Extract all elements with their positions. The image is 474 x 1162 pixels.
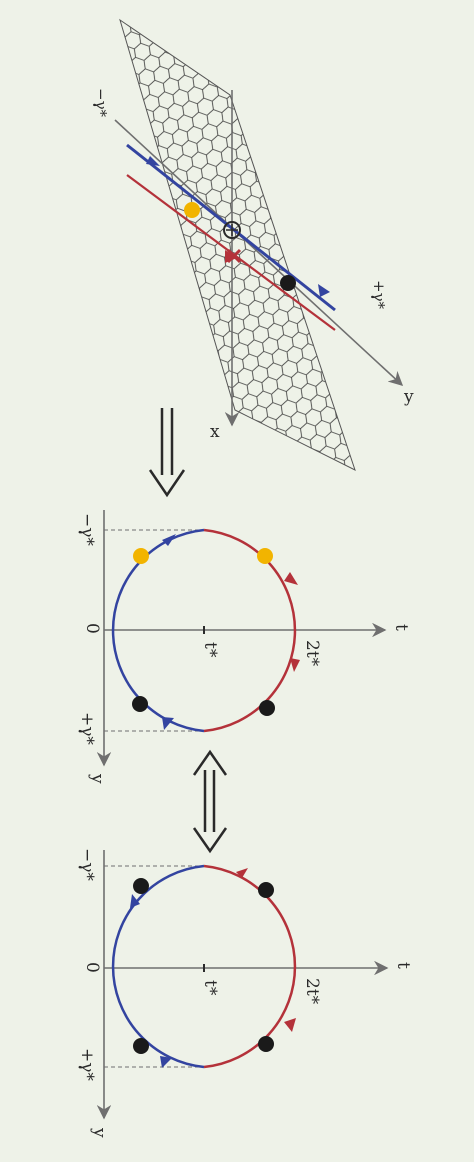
minus-gamma-marker: −γ* [92, 88, 110, 118]
middle-arrow-blue-bottom [162, 717, 174, 730]
middle-tstar-label: t* [200, 642, 220, 658]
yellow-particle [184, 202, 200, 218]
middle-arrow-red-right [284, 572, 298, 585]
y-axis-label: y [403, 387, 414, 407]
plus-gamma-marker: +γ* [370, 280, 388, 310]
bottom-arrow-blue-top [130, 894, 140, 908]
circle-diagram-middle: 0 t* 2t* t −γ* +γ* y [77, 510, 411, 784]
bottom-2tstar-label: 2t* [302, 978, 322, 1005]
middle-arrow-red-lower [290, 658, 300, 672]
double-arrow-down-icon [148, 408, 186, 498]
blue-path-arrow-2 [318, 284, 330, 297]
middle-red-arc [203, 528, 297, 733]
bottom-minus-gamma-label: −γ* [77, 848, 97, 881]
middle-dot-black-2 [259, 700, 275, 716]
graphene-sheet [119, 18, 356, 471]
middle-plus-gamma-label: +γ* [77, 712, 97, 745]
middle-minus-gamma-label: −γ* [77, 513, 97, 546]
bottom-blue-arc [111, 864, 205, 1069]
x-axis-label: x [210, 422, 220, 442]
bottom-red-arc [203, 864, 297, 1069]
bottom-y-axis-label: y [89, 1127, 109, 1138]
bottom-origin-label: 0 [82, 962, 102, 973]
middle-dot-yellow-1 [133, 548, 149, 564]
middle-dot-yellow-2 [257, 548, 273, 564]
red-cross-mark [226, 248, 242, 264]
bottom-dot-black-4 [258, 1036, 274, 1052]
blue-path [126, 143, 336, 312]
center-particle-cross [226, 224, 238, 236]
y-axis [114, 119, 404, 386]
bottom-dot-black-1 [133, 878, 149, 894]
middle-arrow-blue-top [162, 534, 176, 546]
bottom-dot-black-3 [133, 1038, 149, 1054]
circle-diagram-bottom: 0 t* 2t* t −γ* +γ* y [77, 848, 413, 1138]
bottom-arrow-blue-bottom [160, 1056, 172, 1068]
bottom-dot-black-2 [258, 882, 274, 898]
blue-path-arrow-1 [146, 156, 160, 166]
bottom-arrow-red-top [236, 868, 248, 878]
middle-y-axis-label: y [87, 773, 107, 784]
middle-2tstar-label: 2t* [302, 640, 322, 667]
double-arrow-updown-icon [192, 749, 228, 854]
bottom-t-axis-label: t [393, 962, 413, 969]
middle-dot-black-1 [132, 696, 148, 712]
center-particle [223, 221, 241, 239]
red-path-arrow [225, 250, 237, 263]
graphene-panel: x y −γ* +γ* [92, 18, 414, 471]
black-particle [280, 275, 296, 291]
bottom-arrow-red-lower [284, 1018, 296, 1032]
bottom-plus-gamma-label: +γ* [77, 1048, 97, 1081]
bottom-tstar-label: t* [200, 980, 220, 996]
middle-origin-label: 0 [82, 623, 102, 634]
middle-t-axis-label: t [391, 624, 411, 631]
